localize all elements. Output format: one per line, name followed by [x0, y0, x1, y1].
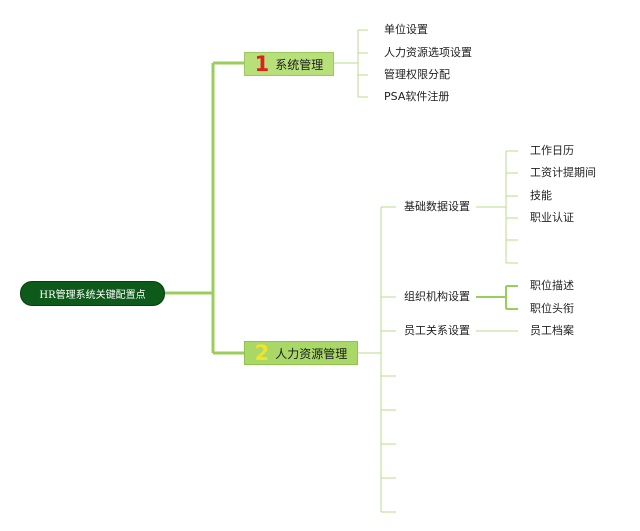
org-connector: [476, 285, 518, 310]
basic-data-connector: [476, 150, 518, 264]
branch1-connector: [334, 29, 368, 98]
hub-hr-management: 2 人力资源管理: [244, 341, 358, 365]
node-employee-relation: 员工关系设置: [404, 324, 470, 337]
hub-label-1: 系统管理: [275, 57, 324, 72]
hub-system-management: 1 系统管理: [244, 52, 334, 76]
branch2-connector: [358, 206, 396, 513]
root-node: HR管理系统关键配置点: [20, 281, 165, 306]
leaf-work-calendar: 工作日历: [530, 144, 574, 157]
leaf-unit-settings: 单位设置: [384, 23, 428, 36]
leaf-employee-file: 员工档案: [530, 324, 574, 337]
branch-number-2: 2: [254, 341, 270, 365]
leaf-permission-assign: 管理权限分配: [384, 68, 450, 81]
trunk-line: [165, 61, 244, 355]
leaf-position-title: 职位头衔: [530, 302, 574, 315]
leaf-payroll-period: 工资计提期间: [530, 166, 596, 179]
leaf-certification: 职业认证: [530, 211, 574, 224]
leaf-hr-options: 人力资源选项设置: [384, 46, 472, 59]
hub-label-2: 人力资源管理: [275, 346, 348, 361]
leaf-psa-register: PSA软件注册: [384, 90, 450, 103]
node-org-structure: 组织机构设置: [404, 290, 470, 303]
leaf-skills: 技能: [530, 189, 552, 202]
leaf-position-desc: 职位描述: [530, 279, 574, 292]
root-label: HR管理系统关键配置点: [39, 290, 146, 301]
branch-number-1: 1: [254, 52, 270, 76]
node-basic-data: 基础数据设置: [404, 200, 470, 213]
